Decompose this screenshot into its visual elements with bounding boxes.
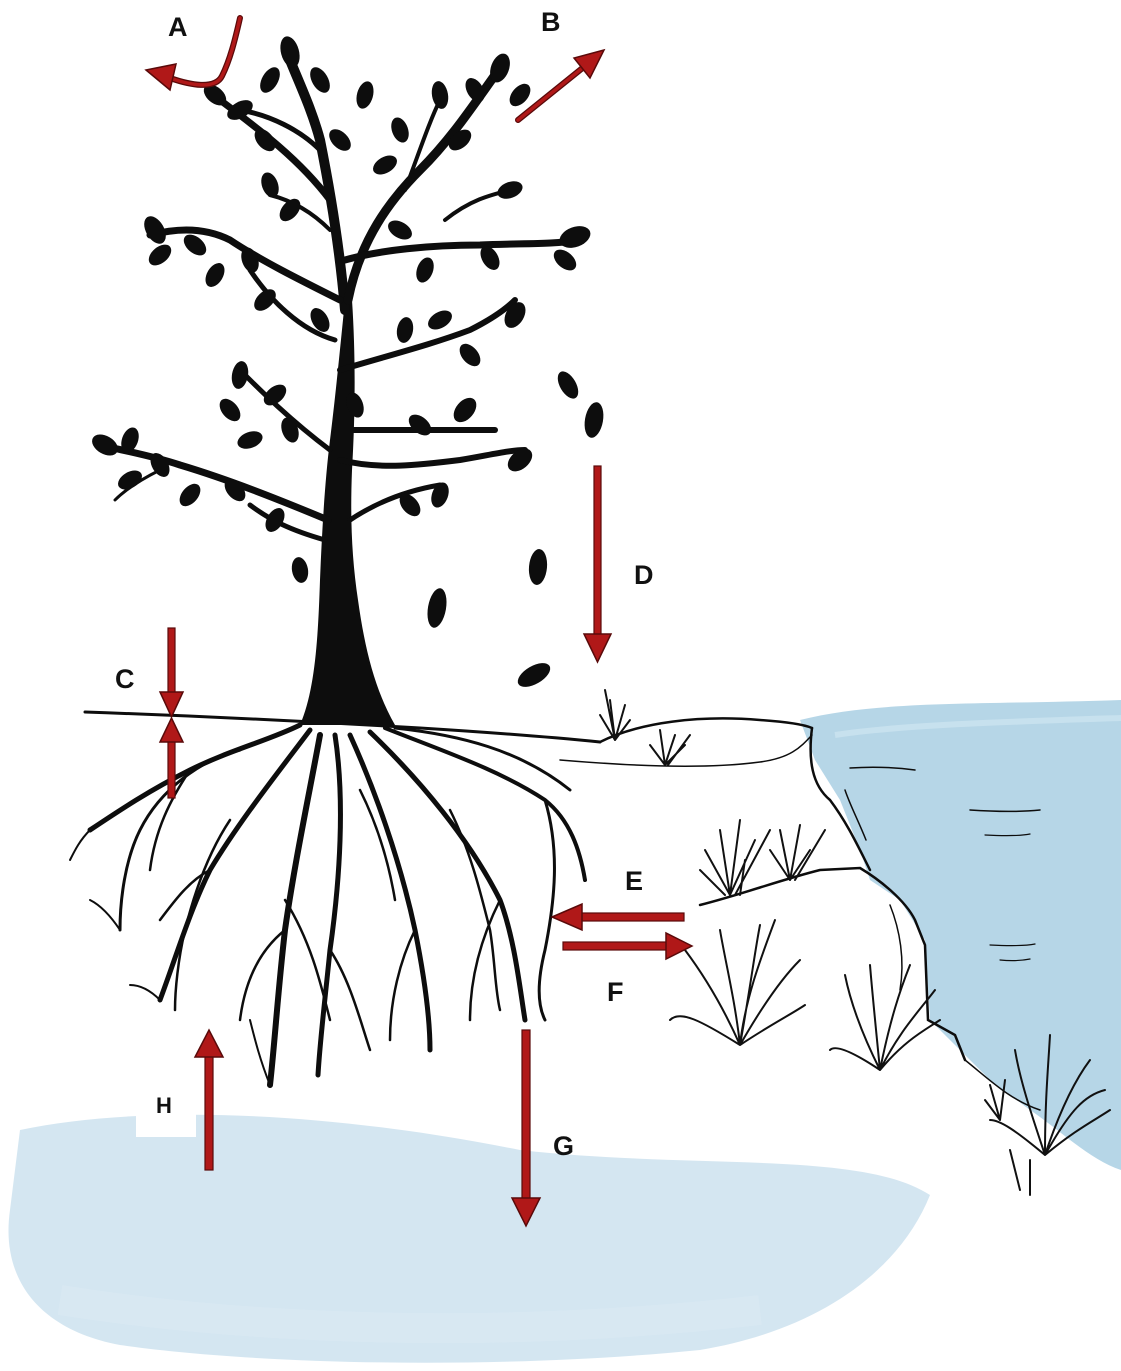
- label-g: G: [553, 1131, 574, 1161]
- leaf: [385, 217, 416, 244]
- leaf: [354, 79, 377, 110]
- leaf: [290, 556, 310, 584]
- leaf: [395, 316, 415, 344]
- leaf: [370, 152, 401, 179]
- leaf: [388, 115, 412, 145]
- leaf: [425, 587, 450, 630]
- leaf: [495, 178, 525, 202]
- arrow-a: [146, 18, 240, 90]
- leaf: [306, 64, 334, 96]
- labels: A B C D E F H G: [115, 7, 654, 1161]
- label-e: E: [625, 866, 643, 896]
- shrub: [830, 965, 940, 1070]
- leaf: [557, 222, 594, 252]
- label-d: D: [634, 560, 654, 590]
- leaf: [425, 307, 456, 334]
- leaf: [430, 80, 451, 110]
- lake-water: [800, 700, 1121, 1170]
- leaf: [413, 255, 437, 285]
- leaf: [145, 241, 175, 270]
- leaf: [216, 395, 245, 425]
- leaf: [456, 340, 485, 370]
- groundwater-wash: [8, 1115, 930, 1363]
- leaf: [405, 411, 435, 440]
- process-arrows: [146, 18, 692, 1226]
- leaf: [550, 246, 580, 275]
- leaf: [277, 34, 303, 70]
- label-c: C: [115, 664, 135, 694]
- arrow-b: [518, 50, 604, 120]
- arrow-c: [160, 628, 183, 798]
- arrow-f: [563, 933, 692, 959]
- leaf: [262, 505, 289, 536]
- shrub: [650, 730, 690, 765]
- label-a: A: [168, 12, 188, 42]
- label-h: H: [156, 1093, 172, 1118]
- leaf: [235, 428, 265, 452]
- label-b: B: [541, 7, 561, 37]
- leaf: [500, 298, 530, 331]
- arrow-e: [552, 904, 684, 930]
- leaf: [202, 260, 229, 291]
- leaf: [325, 125, 355, 155]
- leaf: [256, 64, 284, 96]
- leaf: [176, 480, 205, 510]
- leaf: [230, 360, 251, 390]
- label-f: F: [607, 977, 624, 1007]
- arrow-d: [584, 466, 611, 662]
- tree-roots: [70, 725, 585, 1085]
- shrub: [670, 920, 805, 1045]
- leaf: [449, 393, 481, 426]
- leaf: [554, 368, 583, 402]
- leaf: [582, 401, 606, 440]
- leaf: [527, 548, 548, 585]
- leaf: [514, 658, 554, 692]
- leaf: [278, 415, 302, 445]
- leaf: [88, 430, 121, 460]
- leaf: [506, 80, 535, 110]
- tree: [70, 34, 606, 1085]
- shrub: [700, 820, 825, 895]
- falling-leaves: [425, 368, 606, 692]
